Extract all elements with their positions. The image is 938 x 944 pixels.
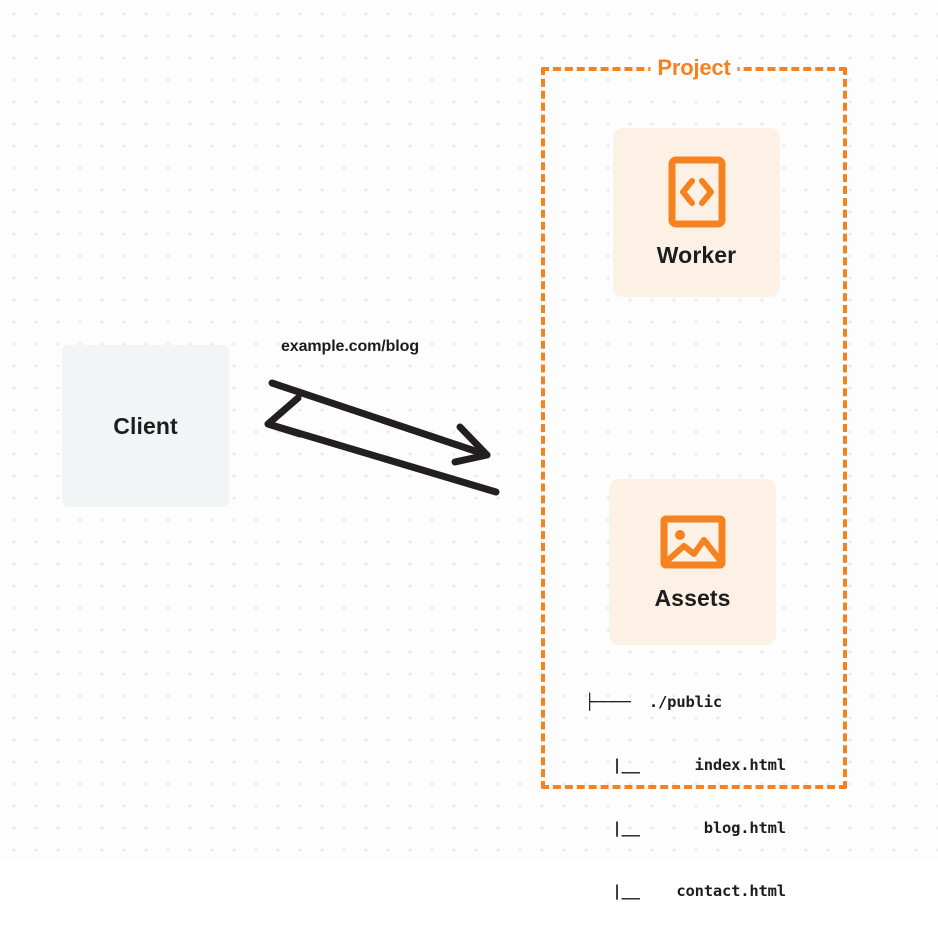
client-label: Client	[113, 412, 178, 439]
project-title: Project	[650, 55, 738, 81]
worker-node[interactable]: Worker	[613, 128, 780, 297]
asset-file-tree: ├──── ./public |__ index.html |__ blog.h…	[585, 650, 786, 944]
assets-node[interactable]: Assets	[609, 479, 776, 645]
request-url-label: example.com/blog	[281, 338, 419, 355]
file-tree-row: |__ index.html	[585, 756, 786, 774]
client-node[interactable]: Client	[62, 345, 229, 507]
assets-label: Assets	[654, 584, 731, 611]
image-icon	[660, 515, 725, 568]
request-arrow-group	[268, 379, 491, 466]
arrow-left-icon	[264, 394, 304, 438]
project-container: Project	[541, 55, 847, 789]
file-tree-row: |__ contact.html	[585, 882, 786, 900]
file-tree-row: ├──── ./public	[585, 693, 722, 711]
code-brackets-icon	[668, 156, 725, 228]
diagram-canvas: Client example.com/blog Project Worker	[0, 0, 938, 900]
arrow-right-icon	[451, 423, 491, 466]
file-tree-row: |__ blog.html	[585, 819, 786, 837]
response-arrow-group	[264, 394, 500, 496]
worker-label: Worker	[656, 242, 737, 268]
